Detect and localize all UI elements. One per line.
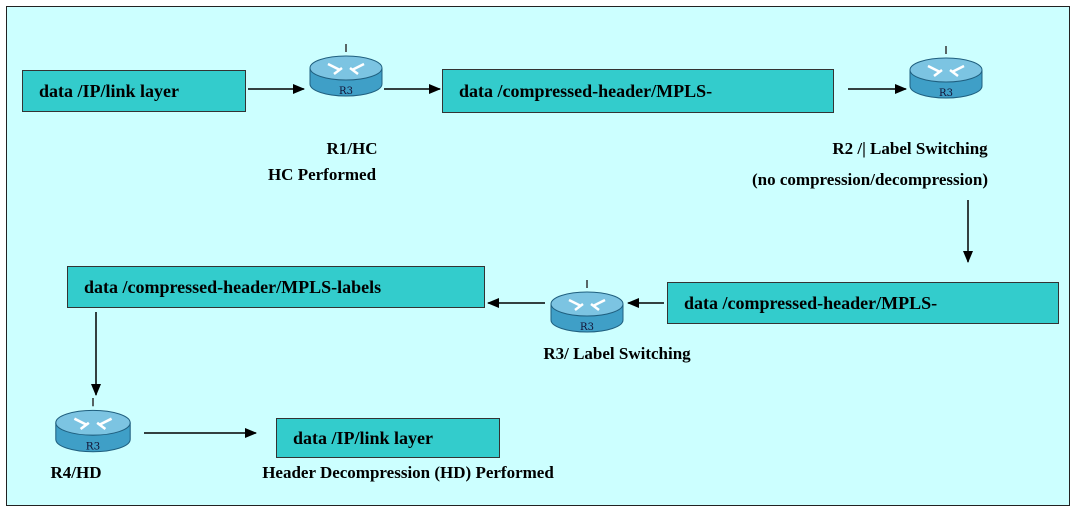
router-r4-glyph: R3 xyxy=(86,441,100,453)
packet-box-data-ip-link-2: data /IP/link layer xyxy=(276,418,500,458)
packet-box-compressed-mpls-labels: data /compressed-header/MPLS-labels xyxy=(67,266,485,308)
packet-box-data-ip-link-1: data /IP/link layer xyxy=(22,70,246,112)
router-r1-glyph: R3 xyxy=(339,86,353,97)
packet-box-compressed-mpls-1: data /compressed-header/MPLS- xyxy=(442,69,834,113)
router-r2-name: R2 /| Label Switching xyxy=(832,139,988,158)
router-r3-glyph: R3 xyxy=(580,322,594,333)
router-r1-icon: R3 xyxy=(306,44,386,104)
router-r2-desc: (no compression/decompression) xyxy=(752,170,988,189)
router-r2-icon: R3 xyxy=(906,46,986,106)
router-r3-icon: R3 xyxy=(547,280,627,340)
router-r1-name: R1/HC xyxy=(326,139,378,158)
router-r4-name: R4/HD xyxy=(50,463,102,482)
packet-box-compressed-mpls-2: data /compressed-header/MPLS- xyxy=(667,282,1059,324)
router-r1-desc: HC Performed xyxy=(267,165,377,184)
router-r3-name: R3/ Label Switching xyxy=(543,344,691,363)
router-r4-icon: R3 xyxy=(50,398,136,460)
router-r2-glyph: R3 xyxy=(939,88,953,99)
router-r4-desc: Header Decompression (HD) Performed xyxy=(262,463,554,482)
